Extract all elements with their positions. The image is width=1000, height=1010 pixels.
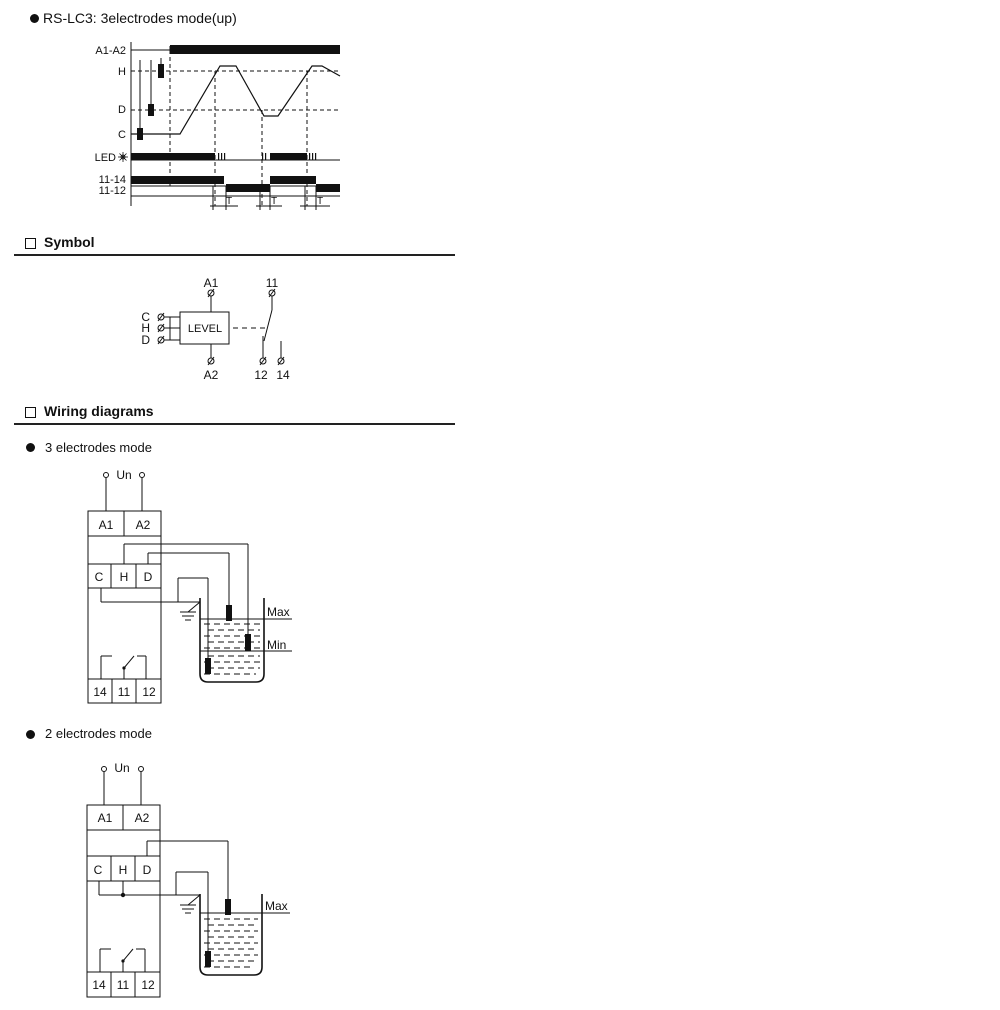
mode3-h: H	[120, 570, 129, 584]
led-light-icon	[118, 152, 128, 162]
mode2-bullet	[26, 730, 35, 739]
mode2-a2: A2	[135, 811, 150, 825]
mode2-14: 14	[92, 978, 106, 992]
mode3-max: Max	[267, 605, 290, 619]
timing-title: RS-LC3: 3electrodes mode(up)	[43, 10, 237, 26]
symbol-12: 12	[254, 368, 268, 382]
symbol-h: H	[141, 321, 150, 335]
symbol-c: C	[141, 310, 150, 324]
symbol-14: 14	[276, 368, 290, 382]
symbol-checkbox-icon	[25, 238, 36, 249]
mode3-12: 12	[142, 685, 156, 699]
label-led: LED	[95, 152, 116, 164]
symbol-a1: A1	[204, 276, 219, 290]
label-t-2: T	[271, 196, 277, 207]
mode3-caption: 3 electrodes mode	[45, 440, 152, 455]
mode3-min: Min	[267, 638, 286, 652]
mode2-11: 11	[117, 978, 130, 992]
mode2-12: 12	[141, 978, 155, 992]
label-11-14: 11-14	[99, 174, 126, 186]
label-t-1: T	[226, 196, 232, 207]
mode3-11: 11	[118, 685, 131, 699]
symbol-heading: Symbol	[44, 234, 95, 250]
mode3-a2: A2	[136, 518, 151, 532]
wiring-heading: Wiring diagrams	[44, 403, 154, 419]
mode3-14: 14	[93, 685, 107, 699]
mode2-a1: A1	[98, 811, 113, 825]
mode2-c: C	[94, 863, 103, 877]
mode3-bullet	[26, 443, 35, 452]
timing-diagram: A1-A2 H D C LED 11-14 11-12 T T T	[95, 42, 341, 210]
symbol-level-label: LEVEL	[188, 323, 222, 335]
label-a1a2: A1-A2	[95, 45, 126, 57]
symbol-divider	[14, 254, 455, 256]
mode3-c: C	[95, 570, 104, 584]
mode2-un: Un	[114, 761, 129, 775]
symbol-11: 11	[266, 276, 279, 290]
label-11-12: 11-12	[99, 185, 126, 197]
mode2-h: H	[119, 863, 128, 877]
wiring-3-electrodes: Un A1 A2 C H D 14 11 12 Max Min	[87, 468, 292, 704]
label-t-3: T	[317, 196, 323, 207]
title-bullet	[30, 14, 39, 23]
mode2-d: D	[143, 863, 152, 877]
symbol-d: D	[141, 333, 150, 347]
label-c: C	[118, 129, 126, 141]
label-h: H	[118, 66, 126, 78]
wiring-divider	[14, 423, 455, 425]
label-d: D	[118, 104, 126, 116]
mode3-un: Un	[116, 468, 131, 482]
symbol-diagram: LEVEL A1 A2 C H D 11 12 14	[141, 276, 290, 382]
mode3-a1: A1	[99, 518, 114, 532]
symbol-a2: A2	[204, 368, 219, 382]
mode2-max: Max	[265, 899, 288, 913]
wiring-2-electrodes: Un A1 A2 C H D 14 11 12 Max	[86, 761, 290, 998]
mode3-d: D	[144, 570, 153, 584]
wiring-checkbox-icon	[25, 407, 36, 418]
mode2-caption: 2 electrodes mode	[45, 726, 152, 741]
